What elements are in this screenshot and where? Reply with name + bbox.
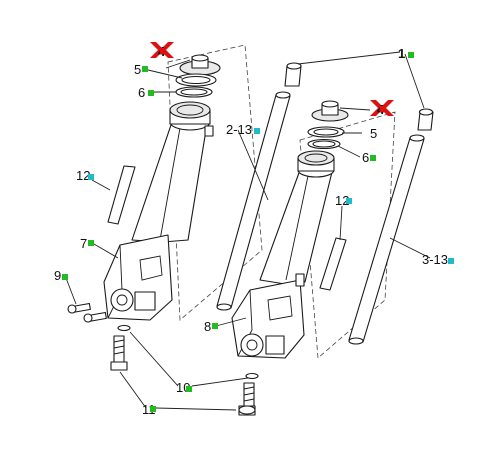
callout-8-marker [212,323,218,329]
right-seal-stack [307,100,349,150]
callout-6-right-marker [370,155,376,161]
assembly-outline-left [167,44,263,321]
callout-4-right[interactable]: 4 [370,100,394,117]
callout-5-right[interactable]: 5 [370,126,377,141]
bottom-bolts [110,335,256,416]
callout-10[interactable]: 10 [176,380,192,395]
callout-2-13[interactable]: 2-13 [226,122,260,137]
right-inner-tube [348,134,425,345]
callout-9[interactable]: 9 [54,268,68,283]
axle-pinch-bolts [67,302,107,323]
callout-12-left[interactable]: 12 [76,168,94,183]
callout-3-13[interactable]: 3-13 [422,252,454,267]
washers [117,324,259,380]
callout-1-marker [408,52,414,58]
assembly-outline-right [299,111,396,359]
callout-11[interactable]: 11 [142,402,156,417]
callout-6-left-label: 6 [138,85,145,100]
callout-11-label: 11 [142,402,156,417]
callout-12-right-label: 12 [335,193,349,208]
callout-4-right-marker [380,106,386,112]
left-fork-leg [103,101,214,321]
callout-7[interactable]: 7 [80,236,94,251]
callout-6-left[interactable]: 6 [138,85,154,100]
callout-7-marker [88,240,94,246]
callout-5-left[interactable]: 5 [134,62,148,77]
callout-11-marker [150,406,156,412]
callout-9-label: 9 [54,268,61,283]
callout-12-right[interactable]: 12 [335,193,352,208]
callout-2-13-marker [254,128,260,134]
callout-10-marker [186,386,192,392]
callout-1[interactable]: 1 [398,46,414,61]
callout-6-right[interactable]: 6 [362,150,376,165]
callout-6-left-marker [148,90,154,96]
right-fork-leg [231,150,335,359]
left-inner-tube [216,91,291,311]
callout-8[interactable]: 8 [204,319,218,334]
callout-3-13-label: 3-13 [422,252,448,267]
callout-4-left[interactable]: 4 [150,42,174,59]
callout-6-right-label: 6 [362,150,369,165]
callout-12-left-marker [88,174,94,180]
right-damper-rod [319,237,347,291]
callout-5-left-label: 5 [134,62,141,77]
callout-4-left-marker [160,48,166,54]
left-damper-rod [107,165,136,225]
callout-12-left-label: 12 [76,168,90,183]
callout-2-13-label: 2-13 [226,122,252,137]
callout-7-label: 7 [80,236,87,251]
callout-9-marker [62,274,68,280]
callout-5-right-label: 5 [370,126,377,141]
left-fork-cap [284,62,302,87]
callout-12-right-marker [346,198,352,204]
callout-8-label: 8 [204,319,211,334]
callout-3-13-marker [448,258,454,264]
callout-1-label: 1 [398,46,405,61]
leader-lines [65,51,431,411]
callout-5-left-marker [142,66,148,72]
left-seal-stack [175,54,221,98]
right-fork-cap [417,108,434,131]
